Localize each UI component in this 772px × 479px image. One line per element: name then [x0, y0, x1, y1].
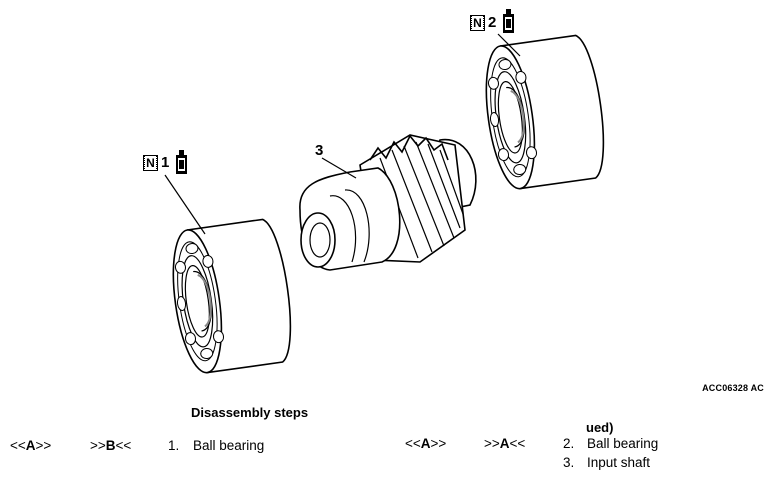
callout-3: 3	[315, 142, 324, 159]
figure-code: ACC06328 AC	[702, 383, 764, 393]
callout-n1-number: 1	[161, 154, 170, 171]
step-number: 2.	[563, 436, 575, 451]
disassembly-mark: >>A<<	[484, 436, 526, 451]
step-name: Ball bearing	[587, 436, 659, 451]
leader-lines	[164, 33, 521, 235]
step-number: 1.	[168, 438, 180, 453]
callout-n2-number: 2	[488, 14, 497, 31]
ball-bearing-2	[477, 32, 612, 193]
n-symbol-icon: N	[470, 15, 485, 31]
n-symbol-icon: N	[143, 155, 158, 171]
assembly-mark: <<A>>	[405, 436, 447, 451]
steps-heading: Disassembly steps	[191, 405, 309, 420]
input-shaft	[299, 134, 477, 271]
exploded-diagram	[164, 9, 612, 377]
assembly-mark: <<A>>	[10, 438, 52, 453]
grease-can-icon	[503, 9, 514, 33]
step-name: Input shaft	[587, 455, 651, 470]
disassembly-mark: >>B<<	[90, 438, 132, 453]
step-number: 3.	[563, 455, 575, 470]
ball-bearing-1	[164, 216, 299, 377]
steps-continued: ued)	[586, 420, 614, 435]
grease-can-icon	[176, 150, 187, 174]
step-name: Ball bearing	[193, 438, 265, 453]
